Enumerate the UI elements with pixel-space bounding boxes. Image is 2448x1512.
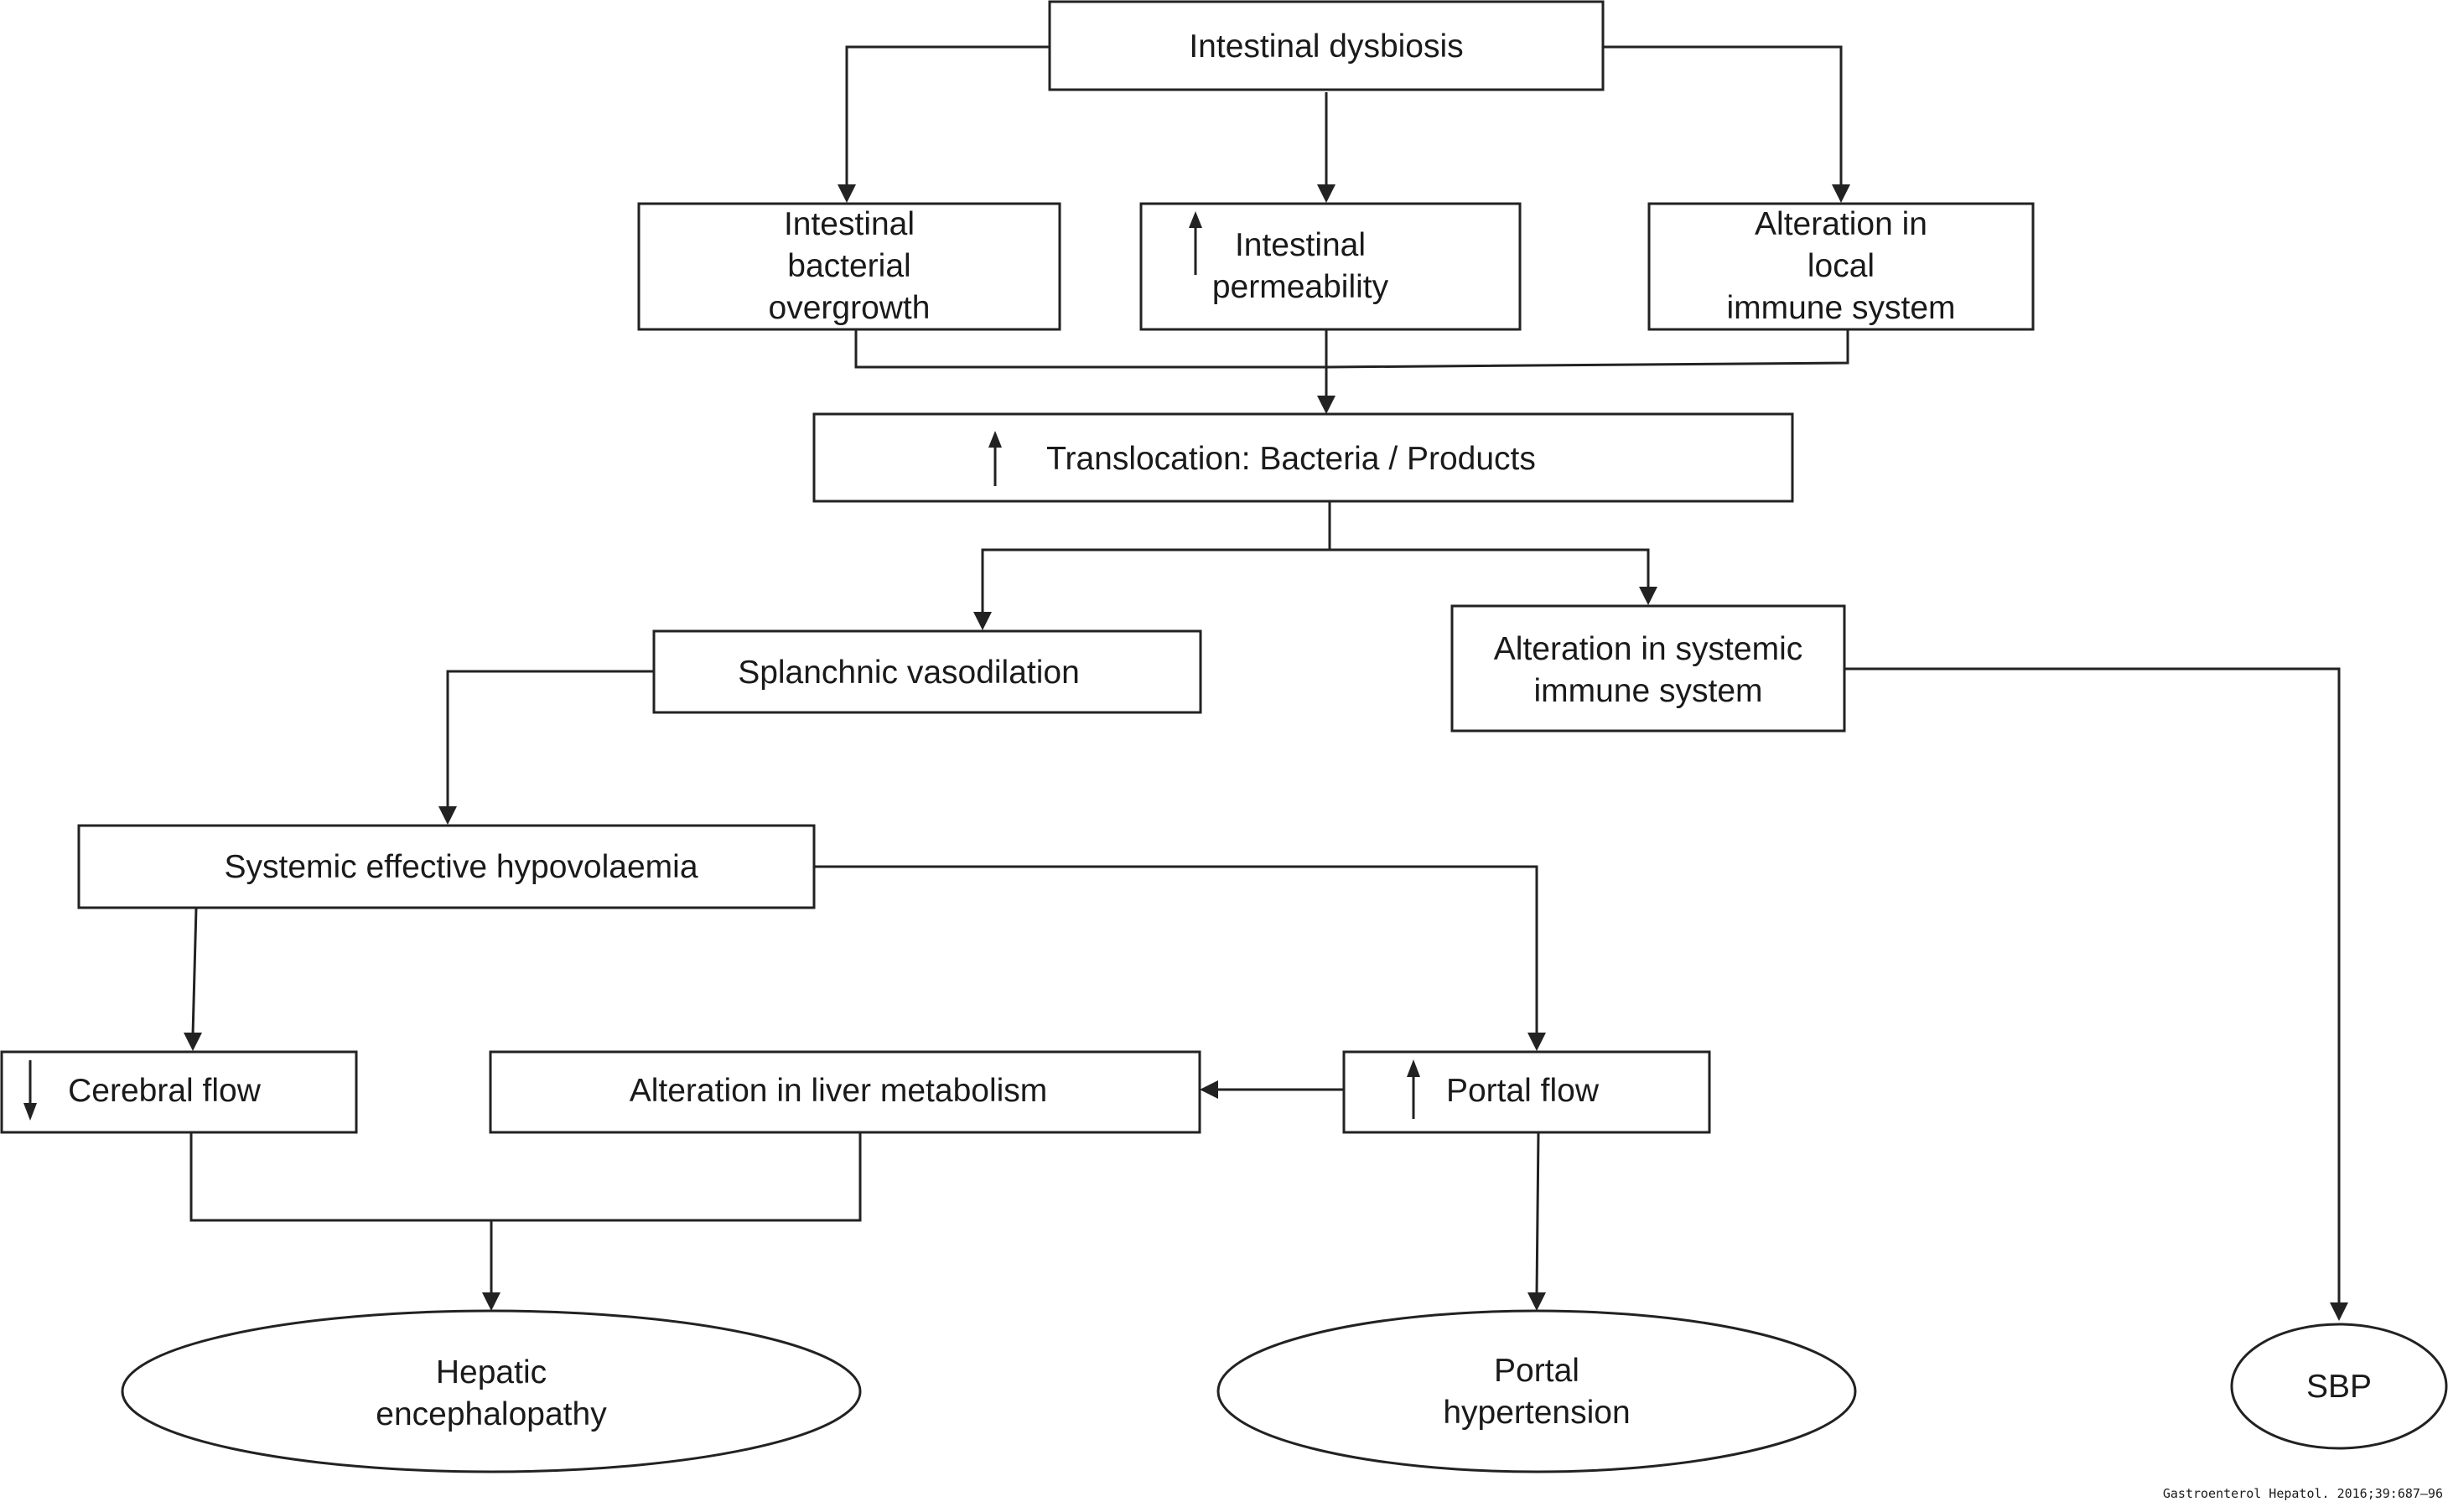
split-translocation xyxy=(981,501,1331,616)
node-label: Systemic effective hypovolaemia xyxy=(224,849,698,885)
arrow-dysbiosis-to-local-immune xyxy=(1603,45,1843,189)
outcome-hepatic-encephalopathy: Hepatic encephalopathy xyxy=(121,1309,862,1473)
node-intestinal-dysbiosis: Intestinal dysbiosis xyxy=(1048,0,1605,91)
node-label: Portal flow xyxy=(1446,1073,1600,1109)
node-translocation: Translocation: Bacteria / Products xyxy=(812,412,1794,503)
up-arrow-icon xyxy=(1189,211,1202,275)
arrowhead xyxy=(184,1033,202,1051)
node-label: Intestinal dysbiosis xyxy=(1189,28,1463,65)
arrowhead xyxy=(1832,184,1850,203)
node-label: Intestinal xyxy=(1235,227,1366,263)
arrowhead xyxy=(438,806,457,825)
node-label: Translocation: Bacteria / Products xyxy=(1046,441,1536,477)
connectors xyxy=(184,45,2348,1321)
node-label: bacterial xyxy=(787,248,910,284)
node-label: hypertension xyxy=(1443,1395,1630,1431)
arrow-hypovolaemia-to-cerebral xyxy=(191,907,198,1036)
arrow-translocation-to-systemic-immune xyxy=(1330,548,1650,591)
node-local-immune-system: Alteration in local immune system xyxy=(1647,202,2035,331)
node-label: encephalopathy xyxy=(376,1396,607,1432)
node-label: Splanchnic vasodilation xyxy=(738,655,1080,691)
arrowhead xyxy=(1639,587,1657,605)
node-label: Alteration in xyxy=(1755,206,1927,242)
arrowhead xyxy=(973,612,992,630)
merge-local-immune xyxy=(1325,329,1849,369)
up-arrow-icon xyxy=(1407,1059,1420,1119)
arrowhead xyxy=(482,1292,500,1311)
arrowhead xyxy=(1200,1080,1218,1099)
node-systemic-immune-system: Alteration in systemic immune system xyxy=(1450,604,1846,733)
node-label: permeability xyxy=(1212,269,1389,305)
node-label: Portal xyxy=(1494,1353,1579,1389)
node-label: SBP xyxy=(2306,1369,2372,1405)
arrowhead xyxy=(1317,396,1336,414)
outcome-sbp: SBP xyxy=(2230,1323,2448,1450)
arrowhead xyxy=(1317,184,1336,203)
node-label: Alteration in systemic xyxy=(1494,631,1802,667)
arrowhead xyxy=(1527,1292,1546,1311)
node-cerebral-flow: Cerebral flow xyxy=(0,1050,358,1134)
node-label: local xyxy=(1807,248,1875,284)
node-label: immune system xyxy=(1726,290,1955,326)
node-bacterial-overgrowth: Intestinal bacterial overgrowth xyxy=(637,202,1061,331)
citation-credit: Gastroenterol Hepatol. 2016;39:687–96 xyxy=(2163,1486,2443,1501)
node-liver-metabolism: Alteration in liver metabolism xyxy=(489,1050,1201,1134)
up-arrow-icon xyxy=(988,431,1002,486)
arrow-portal-flow-to-hypertension xyxy=(1535,1131,1540,1296)
outcome-portal-hypertension: Portal hypertension xyxy=(1216,1309,1857,1473)
node-label: immune system xyxy=(1533,673,1762,709)
node-systemic-hypovolaemia: Systemic effective hypovolaemia xyxy=(77,824,816,909)
node-portal-flow: Portal flow xyxy=(1342,1050,1711,1134)
arrowhead xyxy=(1527,1033,1546,1051)
arrow-systemic-immune-to-sbp xyxy=(1844,667,2341,1307)
node-label: overgrowth xyxy=(769,290,931,326)
arrow-splanchnic-to-hypovolaemia xyxy=(446,670,654,810)
arrow-dysbiosis-to-overgrowth xyxy=(845,45,1050,189)
arrowhead xyxy=(838,184,856,203)
arrow-hypovolaemia-to-portal-flow xyxy=(814,865,1538,1035)
node-label: Cerebral flow xyxy=(68,1073,262,1109)
node-label: Hepatic xyxy=(436,1354,547,1390)
down-arrow-icon xyxy=(23,1060,37,1121)
merge-overgrowth xyxy=(854,329,1326,369)
node-label: Alteration in liver metabolism xyxy=(630,1073,1048,1109)
arrowhead xyxy=(2330,1302,2348,1321)
node-label: Intestinal xyxy=(784,206,915,242)
node-splanchnic-vasodilation: Splanchnic vasodilation xyxy=(652,629,1202,714)
merge-cerebral-liver xyxy=(189,1132,862,1222)
node-intestinal-permeability: Intestinal permeability xyxy=(1139,202,1522,331)
